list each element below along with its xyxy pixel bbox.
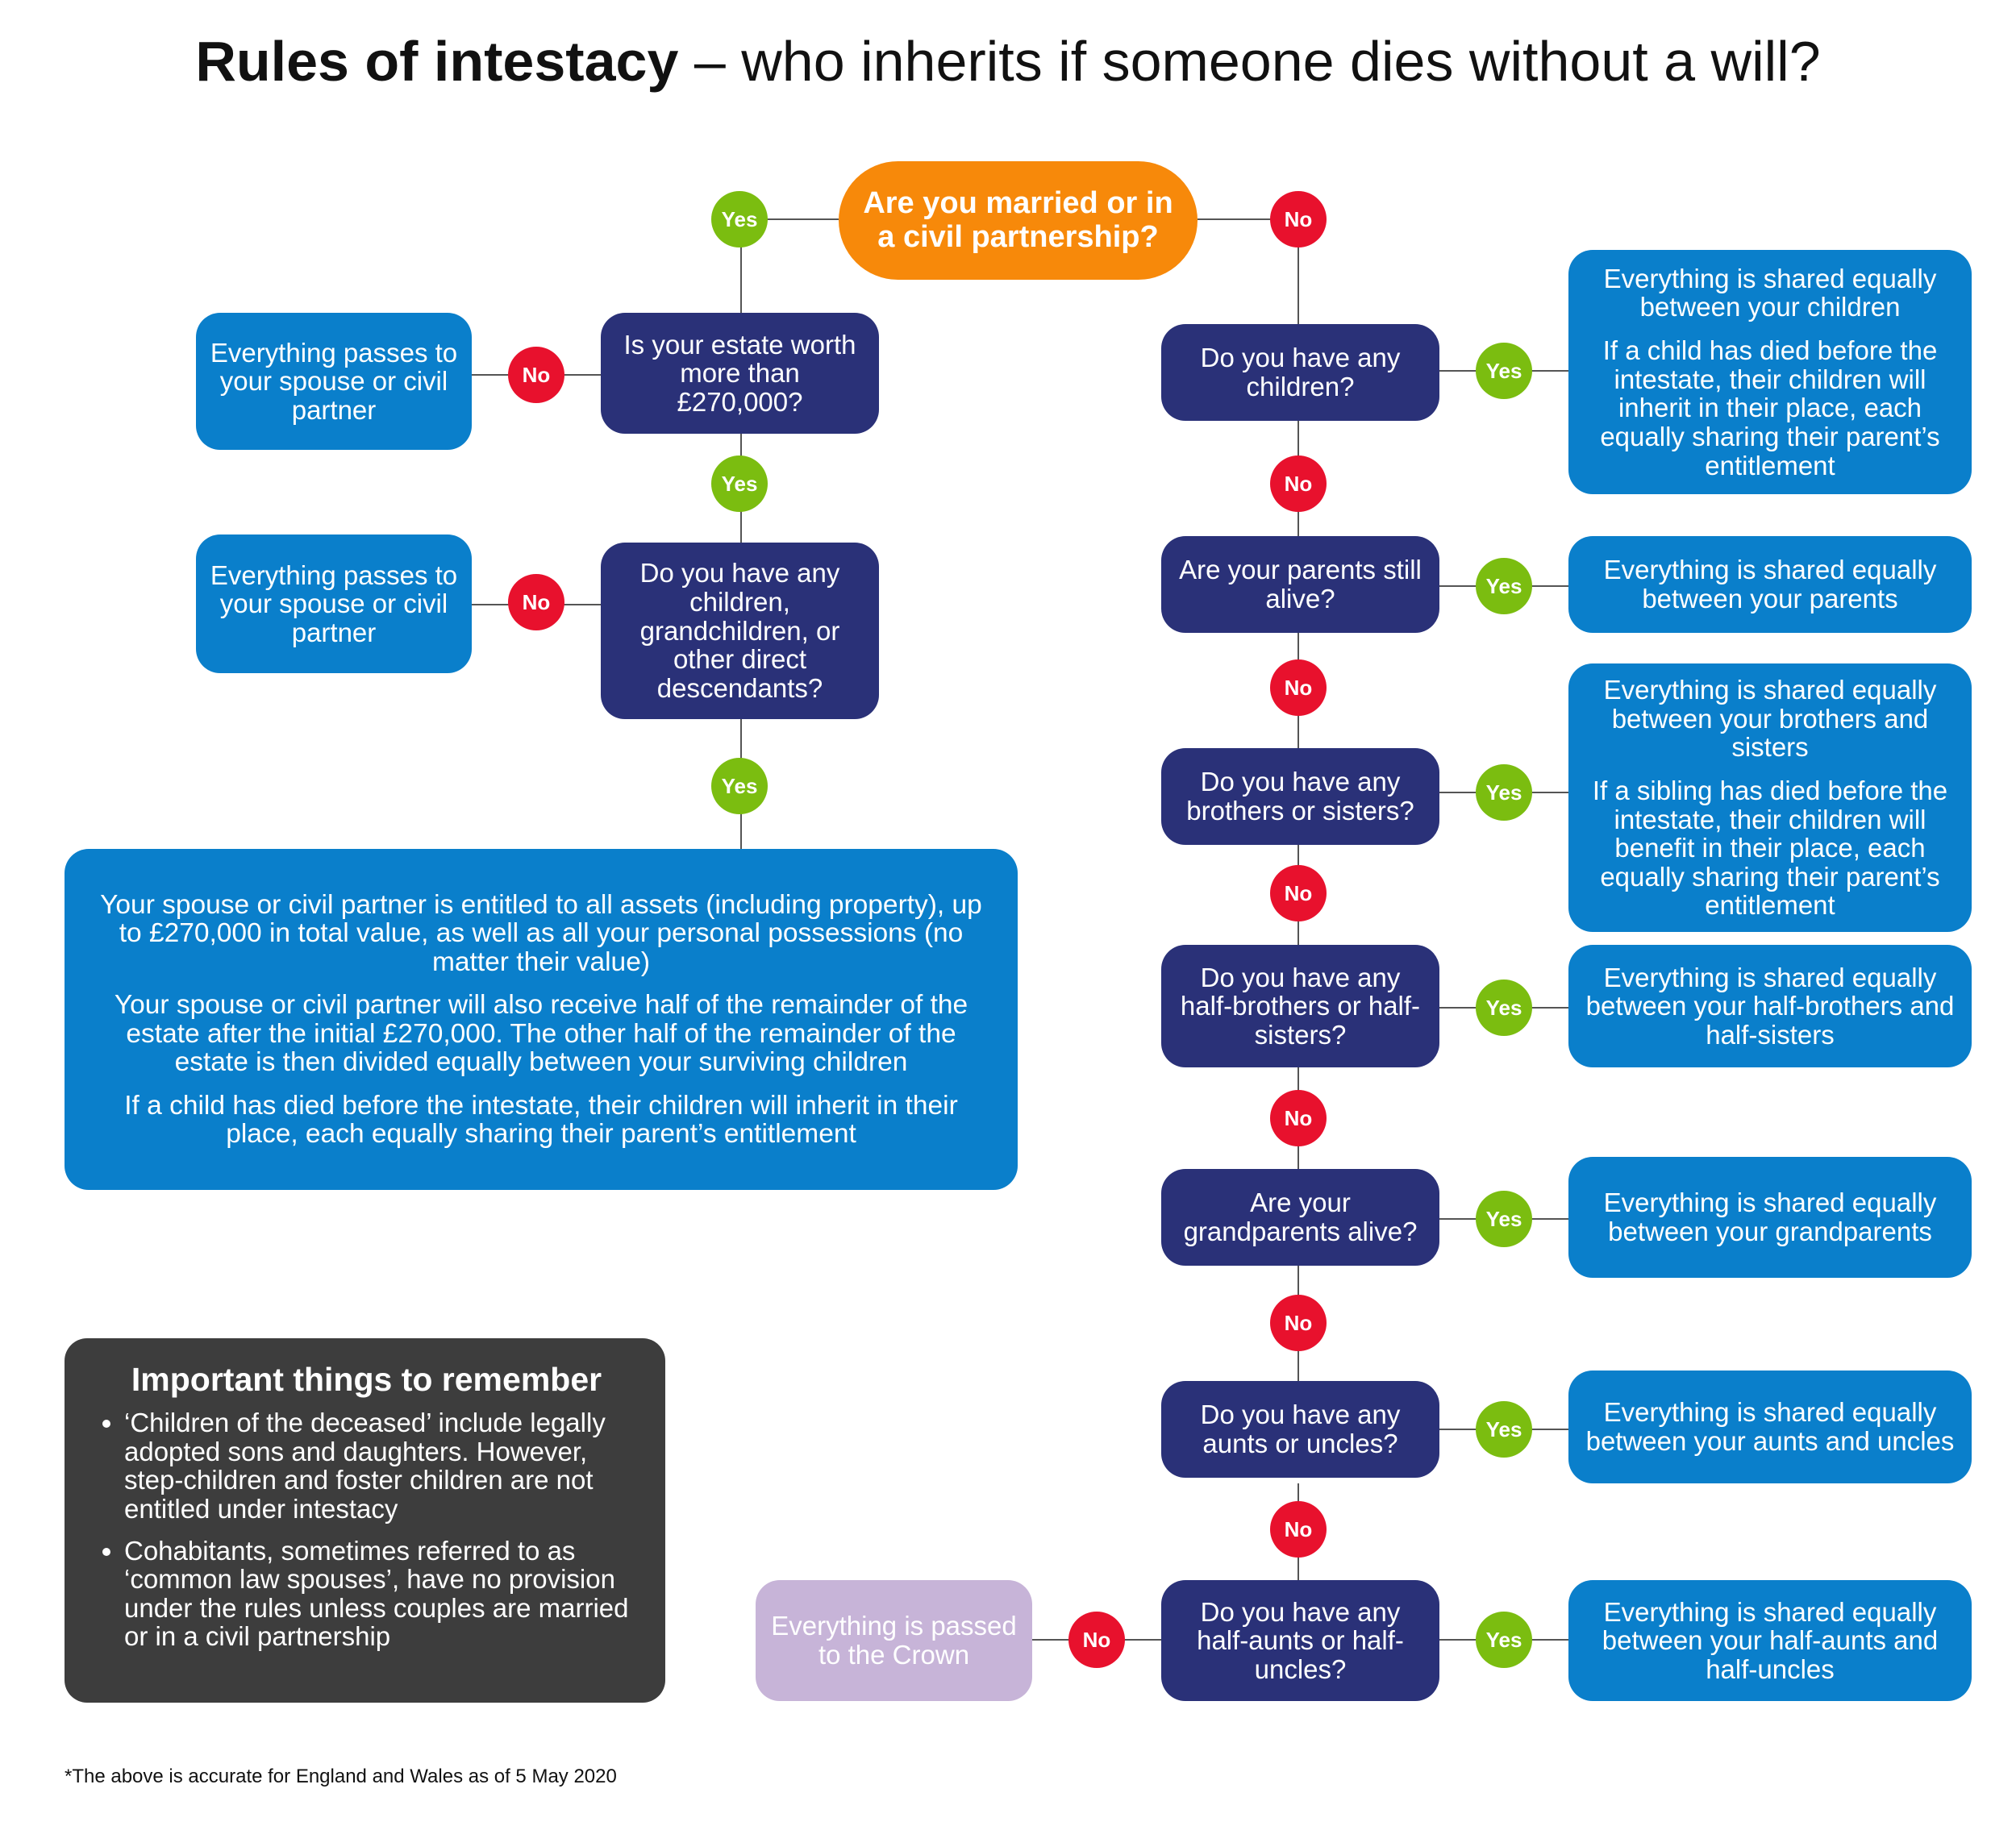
badge-no-aunts: No (1270, 1501, 1327, 1558)
badge-yes-married: Yes (711, 191, 768, 247)
result-aunts-uncles-share: Everything is shared equally between you… (1568, 1371, 1972, 1483)
result-spouse-inherits-all-2: Everything passes to your spouse or civi… (196, 534, 472, 673)
question-half-aunts-uncles: Do you have any half-aunts or half-uncle… (1161, 1580, 1439, 1701)
result-spouse-inherits-all-1: Everything passes to your spouse or civi… (196, 313, 472, 450)
result-passed-to-crown: Everything is passed to the Crown (756, 1580, 1032, 1701)
result-siblings-share: Everything is shared equally between you… (1568, 663, 1972, 932)
question-half-siblings: Do you have any half-brothers or half-si… (1161, 945, 1439, 1067)
question-direct-descendants: Do you have any children, grandchildren,… (601, 543, 879, 719)
footnote: *The above is accurate for England and W… (65, 1766, 617, 1787)
start-question-married: Are you married or in a civil partnershi… (839, 161, 1198, 280)
question-parents-alive: Are your parents still alive? (1161, 536, 1439, 633)
badge-yes-children: Yes (1476, 343, 1532, 399)
badge-yes-descendants: Yes (711, 758, 768, 814)
question-grandparents-alive: Are your grandparents alive? (1161, 1169, 1439, 1266)
result-half-siblings-share: Everything is shared equally between you… (1568, 945, 1972, 1067)
result-spouse-and-children-share: Your spouse or civil partner is entitled… (65, 849, 1018, 1190)
notes-list: ‘Children of the deceased’ include legal… (97, 1408, 636, 1651)
notes-heading: Important things to remember (131, 1361, 602, 1398)
notes-item: ‘Children of the deceased’ include legal… (124, 1408, 636, 1524)
badge-no-half-aunts: No (1068, 1612, 1125, 1668)
page-title: Rules of intestacy – who inherits if som… (0, 29, 2016, 94)
badge-no-half-siblings: No (1270, 1090, 1327, 1146)
badge-yes-parents: Yes (1476, 558, 1532, 614)
badge-yes-estate: Yes (711, 455, 768, 512)
badge-yes-half-aunts: Yes (1476, 1612, 1532, 1668)
result-grandparents-share: Everything is shared equally between you… (1568, 1157, 1972, 1278)
title-bold: Rules of intestacy (195, 30, 679, 93)
badge-no-siblings: No (1270, 865, 1327, 921)
badge-no-estate: No (508, 347, 564, 403)
badge-no-descendants: No (508, 574, 564, 630)
badge-no-grandparents: No (1270, 1295, 1327, 1351)
important-notes-panel: Important things to remember ‘Children o… (65, 1338, 665, 1703)
question-estate-value: Is your estate worth more than £270,000? (601, 313, 879, 434)
badge-yes-aunts: Yes (1476, 1401, 1532, 1458)
question-aunts-uncles: Do you have any aunts or uncles? (1161, 1381, 1439, 1478)
result-half-aunts-uncles-share: Everything is shared equally between you… (1568, 1580, 1972, 1701)
badge-no-married: No (1270, 191, 1327, 247)
title-rest: – who inherits if someone dies without a… (678, 30, 1821, 93)
notes-item: Cohabitants, sometimes referred to as ‘c… (124, 1536, 636, 1652)
badge-yes-half-siblings: Yes (1476, 980, 1532, 1036)
badge-yes-siblings: Yes (1476, 764, 1532, 821)
question-siblings: Do you have any brothers or sisters? (1161, 748, 1439, 845)
badge-no-parents: No (1270, 659, 1327, 716)
badge-yes-grandparents: Yes (1476, 1191, 1532, 1247)
result-children-share: Everything is shared equally between you… (1568, 250, 1972, 494)
question-any-children: Do you have any children? (1161, 324, 1439, 421)
badge-no-children: No (1270, 455, 1327, 512)
result-parents-share: Everything is shared equally between you… (1568, 536, 1972, 633)
